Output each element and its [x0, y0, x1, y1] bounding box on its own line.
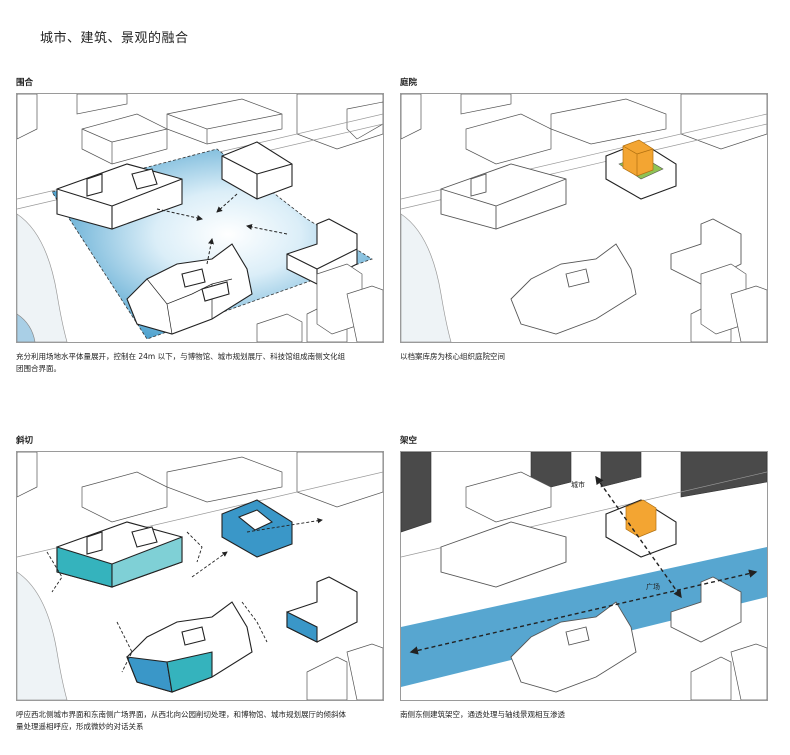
massing-diagram: 城市 广场 — [401, 452, 767, 700]
panel-elevated: 架空 — [400, 434, 766, 721]
panel-oblique-cut: 斜切 — [16, 434, 382, 733]
panel-caption: 呼应西北侧城市界面和东南侧广场界面，从西北向公园削切处理，和博物馆、城市规划展厅… — [16, 709, 346, 733]
diagram-frame — [400, 93, 768, 343]
panel-caption: 以档案库房为核心组织庭院空间 — [400, 351, 730, 363]
massing-diagram — [17, 452, 383, 700]
panel-caption: 充分利用场地水平体量展开，控制在 24m 以下，与博物馆、城市规划展厅、科技馆组… — [16, 351, 346, 375]
panel-label: 斜切 — [16, 434, 382, 446]
panel-label: 庭院 — [400, 76, 766, 88]
massing-diagram — [17, 94, 383, 342]
panel-caption: 南侧东侧建筑架空，通透处理与轴线景观相互渗透 — [400, 709, 730, 721]
panel-courtyard: 庭院 — [400, 76, 766, 363]
massing-diagram — [401, 94, 767, 342]
diagram-frame: 城市 广场 — [400, 451, 768, 701]
page-title: 城市、建筑、景观的融合 — [40, 27, 189, 46]
panel-label: 架空 — [400, 434, 766, 446]
diagram-frame — [16, 451, 384, 701]
tag-city: 城市 — [571, 480, 585, 489]
panel-enclosure: 围合 — [16, 76, 382, 375]
panel-label: 围合 — [16, 76, 382, 88]
tag-plaza: 广场 — [646, 582, 660, 591]
diagram-frame — [16, 93, 384, 343]
